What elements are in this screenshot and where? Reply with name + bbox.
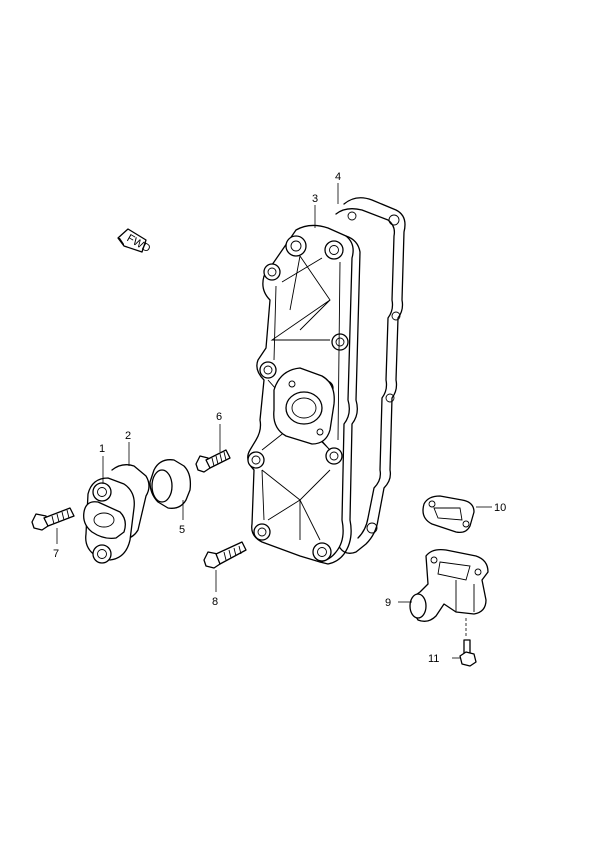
part-9-elbow-joint	[409, 548, 489, 622]
fwd-arrow-icon: FWD	[117, 228, 153, 255]
callout-8: 8	[212, 596, 218, 608]
callout-6: 6	[216, 411, 222, 423]
part-7-bolt	[31, 507, 75, 531]
part-5-thermostat	[149, 459, 192, 509]
callout-4: 4	[335, 171, 341, 183]
callout-numbers: 1 2 3 4 5 6 7 8 9 10 11	[53, 171, 506, 665]
leader-lines	[56, 183, 492, 659]
callout-2: 2	[125, 430, 131, 442]
part-4-gasket	[335, 197, 406, 554]
callout-5: 5	[179, 524, 185, 536]
callout-3: 3	[312, 193, 318, 205]
callout-1: 1	[99, 443, 105, 455]
callout-7: 7	[53, 548, 59, 560]
part-11-bolt	[459, 639, 477, 667]
callout-10: 10	[494, 502, 506, 514]
part-8-bolt	[203, 541, 247, 569]
part-3-exhaust-cover	[247, 224, 361, 565]
part-10-gasket	[422, 495, 475, 534]
callout-9: 9	[385, 597, 391, 609]
callout-11: 11	[428, 653, 439, 665]
fwd-label: FWD	[125, 232, 153, 255]
part-1-thermostat-cover	[83, 477, 135, 564]
part-6-bolt	[195, 449, 231, 473]
